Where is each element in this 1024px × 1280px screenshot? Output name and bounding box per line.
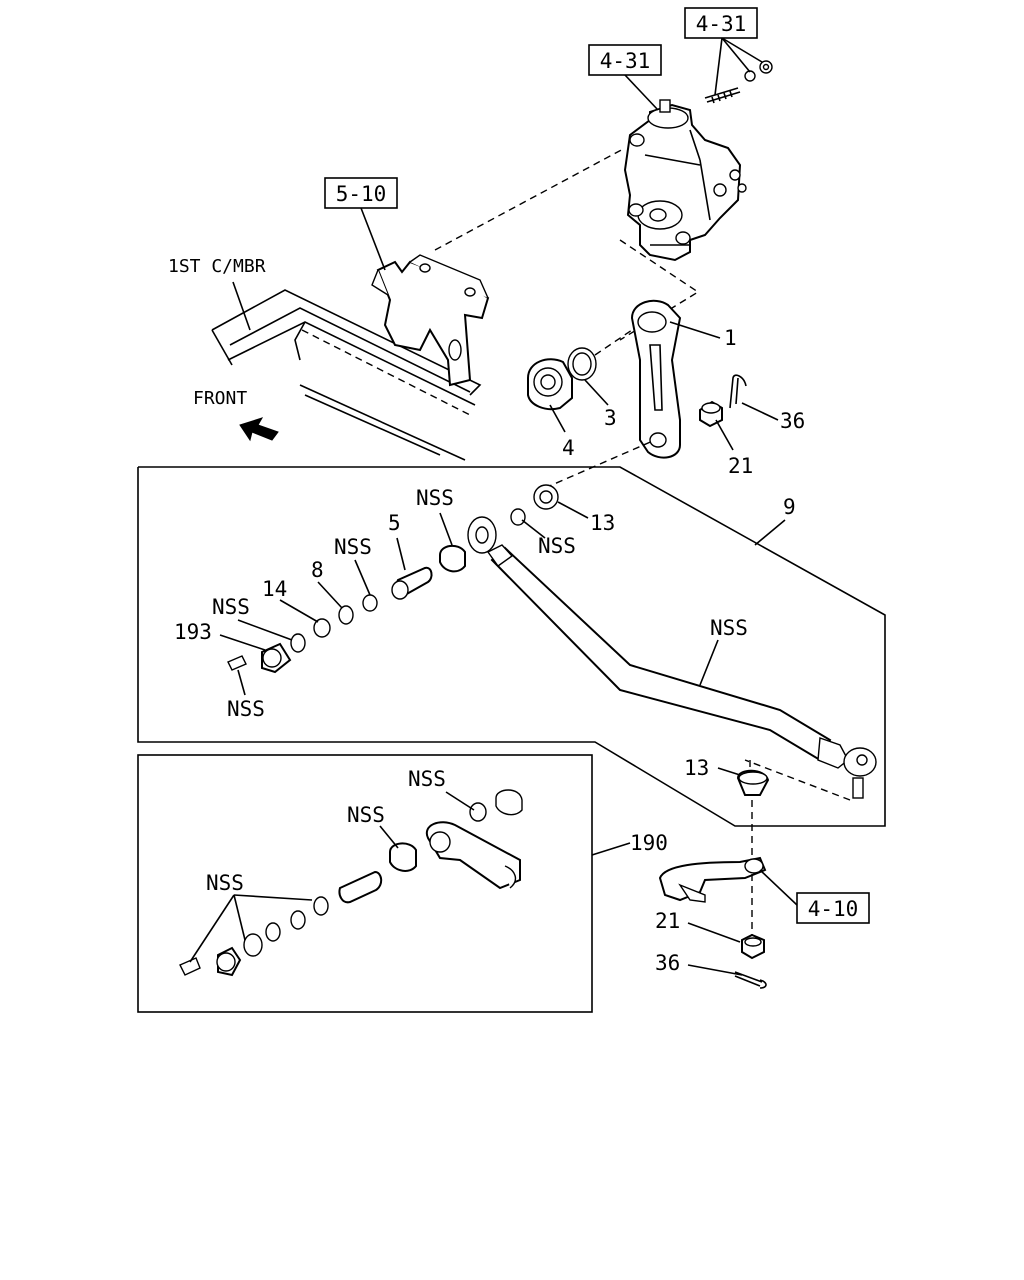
- ref-4-31-top: 4-31: [696, 12, 747, 36]
- callout-nss-a: NSS: [416, 486, 454, 510]
- callout-36-top: 36: [780, 409, 805, 433]
- drag-link-group-box: [137, 466, 886, 827]
- drag-link-small-parts: [227, 484, 559, 674]
- knuckle-arm-drawing: [658, 856, 767, 903]
- callout-13-upper: 13: [590, 511, 615, 535]
- cross-member-drawing: [211, 289, 482, 461]
- ref-box-4-31-top: [684, 7, 758, 39]
- drag-link-end-group-box: [137, 754, 593, 1013]
- callout-21-bottom: 21: [655, 909, 680, 933]
- cotter-pin-bottom-drawing: [734, 971, 767, 989]
- cotter-pin-top-drawing: [729, 374, 747, 409]
- callout-3: 3: [604, 406, 617, 430]
- lock-washer-drawing: [567, 347, 597, 381]
- callout-193: 193: [174, 620, 212, 644]
- callout-nss-i: NSS: [206, 871, 244, 895]
- front-arrow-icon: [239, 417, 279, 442]
- callout-13-lower: 13: [684, 756, 709, 780]
- callout-1: 1: [724, 326, 737, 350]
- callout-4: 4: [562, 436, 575, 460]
- label-front: FRONT: [193, 388, 247, 409]
- steering-gear-drawing: [623, 99, 747, 262]
- ref-5-10: 5-10: [336, 182, 387, 206]
- gear-mount-hardware: [704, 60, 773, 104]
- callout-9: 9: [783, 495, 796, 519]
- pitman-arm-drawing: [630, 299, 682, 459]
- ref-box-4-10: [796, 892, 870, 924]
- callout-nss-c: NSS: [334, 535, 372, 559]
- leader-lines: [189, 37, 798, 976]
- ref-4-31-gear: 4-31: [600, 49, 651, 73]
- drag-link-end-drawing: [179, 789, 523, 977]
- callout-21-top: 21: [728, 454, 753, 478]
- pitman-nut-drawing: [527, 358, 573, 411]
- ref-4-10: 4-10: [808, 897, 859, 921]
- callout-14: 14: [262, 577, 287, 601]
- callout-190: 190: [630, 831, 668, 855]
- callout-nss-d: NSS: [212, 595, 250, 619]
- callout-nss-h: NSS: [347, 803, 385, 827]
- callout-nss-f: NSS: [710, 616, 748, 640]
- callout-nss-e: NSS: [227, 697, 265, 721]
- drag-link-drawing: [467, 516, 877, 799]
- callout-nss-g: NSS: [408, 767, 446, 791]
- label-1st-cross-member: 1ST C/MBR: [168, 256, 266, 277]
- castle-nut-top-drawing: [699, 400, 723, 428]
- callout-nss-b: NSS: [538, 534, 576, 558]
- callout-36-bottom: 36: [655, 951, 680, 975]
- gear-bracket-drawing: [371, 254, 490, 387]
- castle-nut-bottom-drawing: [741, 933, 765, 960]
- dust-seal-lower-drawing: [736, 769, 770, 796]
- callout-8: 8: [311, 558, 324, 582]
- callout-5: 5: [388, 511, 401, 535]
